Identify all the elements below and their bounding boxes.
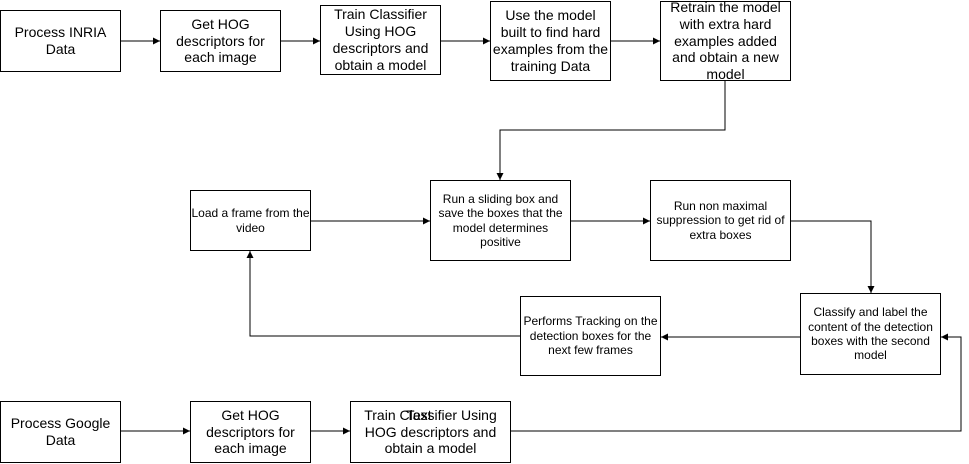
get-hog-descriptors-label-1: Get HOG descriptors for each image	[176, 15, 265, 66]
retrain-model-label: Retrain the model with extra hard exampl…	[670, 0, 781, 83]
process-google-label: Process Google Data	[10, 415, 111, 448]
retrain-model-box: Retrain the model with extra hard exampl…	[660, 0, 791, 83]
performs-tracking-label: Performs Tracking on the detection boxes…	[523, 314, 658, 358]
performs-tracking-box: Performs Tracking on the detection boxes…	[520, 296, 661, 376]
sliding-box-box: Run a sliding box and save the boxes tha…	[430, 180, 571, 261]
train-classifier-label-1: Train Classifier Using HOG descriptors a…	[332, 6, 429, 73]
find-hard-examples-box: Use the model built to find hard example…	[490, 1, 611, 81]
classify-label-label: Classify and label the content of the de…	[808, 305, 933, 363]
arrow-tracking-to-load	[246, 251, 520, 337]
process-inria-box: Process INRIA Data	[0, 10, 121, 72]
arrow-retrain-to-sliding	[496, 81, 726, 180]
get-hog-descriptors-box-1: Get HOG descriptors for each image	[160, 10, 281, 72]
sliding-box-label: Run a sliding box and save the boxes tha…	[438, 191, 563, 249]
overlay-text-label: Text	[406, 407, 432, 423]
train-classifier-box-1: Train Classifier Using HOG descriptors a…	[320, 5, 441, 75]
get-hog-descriptors-box-2: Get HOG descriptors for each image	[190, 401, 311, 463]
process-inria-label: Process INRIA Data	[14, 24, 107, 57]
load-frame-box: Load a frame from the video	[190, 190, 311, 251]
load-frame-label: Load a frame from the video	[191, 206, 310, 235]
get-hog-descriptors-label-2: Get HOG descriptors for each image	[206, 406, 295, 457]
train-classifier-box-2: Train Classifier Using HOG descriptors a…	[350, 401, 511, 463]
train-classifier-label-2: Train Classifier Using HOG descriptors a…	[364, 406, 497, 457]
non-max-suppression-label: Run non maximal suppression to get rid o…	[656, 198, 785, 242]
classify-label-box: Classify and label the content of the de…	[800, 293, 941, 375]
arrow-nms-to-classify	[791, 220, 875, 293]
process-google-box: Process Google Data	[0, 401, 121, 463]
arrow-train2-to-classify	[511, 333, 962, 432]
non-max-suppression-box: Run non maximal suppression to get rid o…	[650, 180, 791, 261]
find-hard-examples-label: Use the model built to find hard example…	[492, 7, 609, 74]
